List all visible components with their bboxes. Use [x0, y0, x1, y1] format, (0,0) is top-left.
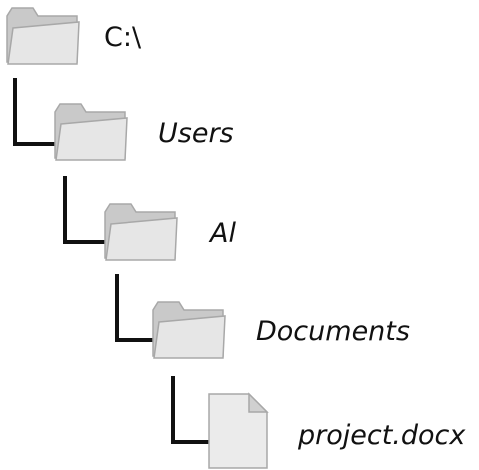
tree-connector [13, 78, 56, 146]
document-icon [208, 392, 269, 469]
tree-connector [115, 274, 158, 342]
node-label-users: Users [158, 118, 234, 149]
tree-connector [63, 176, 106, 244]
node-label-documents: Documents [256, 316, 410, 347]
folder-icon [54, 103, 128, 161]
folder-icon [6, 7, 80, 65]
folder-icon [104, 203, 178, 261]
folder-icon [152, 301, 226, 359]
node-label-root: C:\ [104, 22, 142, 53]
tree-connector [171, 376, 214, 444]
node-label-project-docx: project.docx [298, 420, 466, 451]
node-label-al: Al [210, 218, 236, 249]
